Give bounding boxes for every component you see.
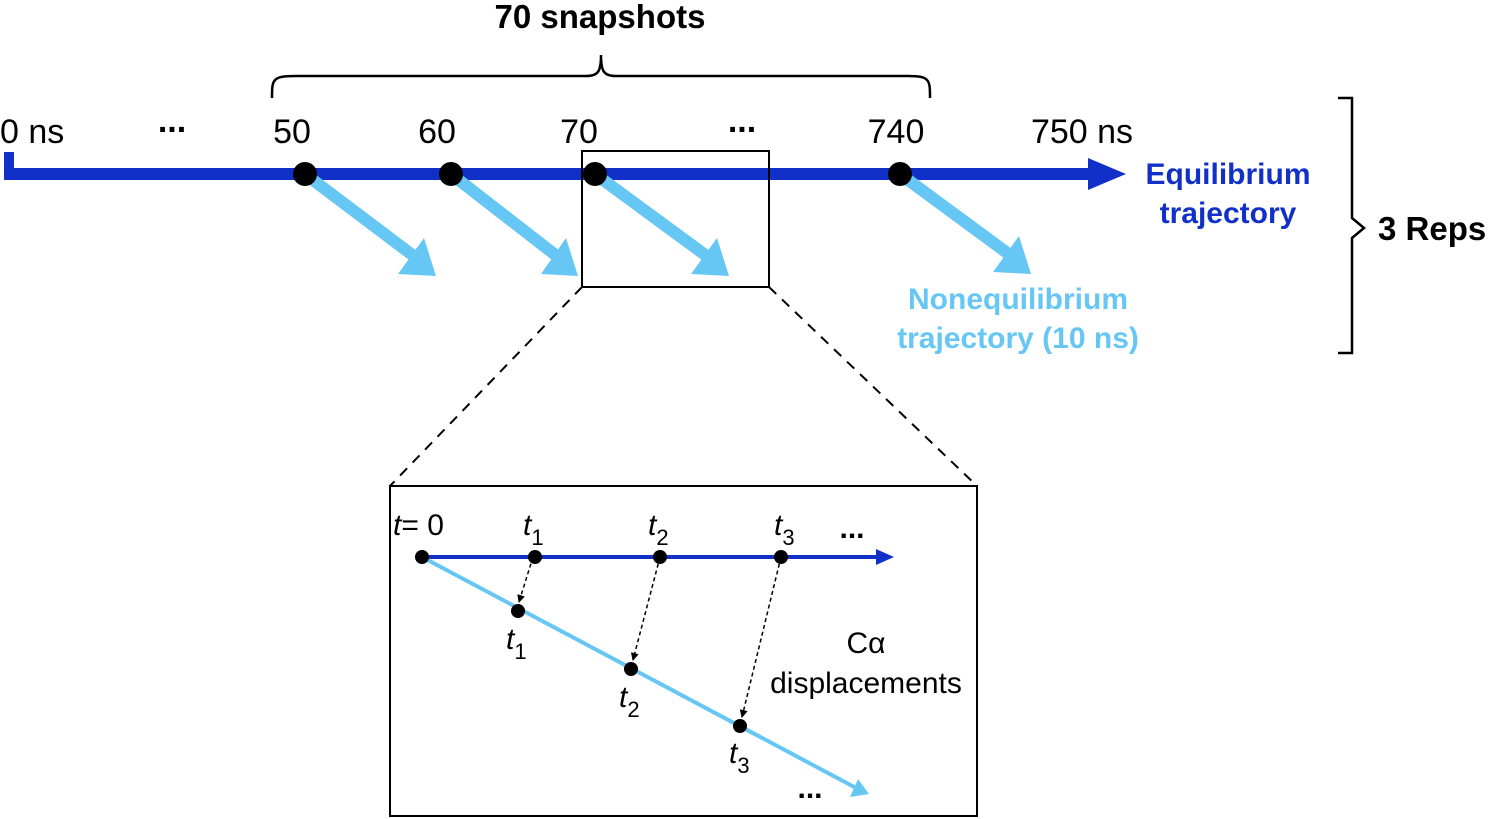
- noneq-arrow-740: [896, 169, 1031, 274]
- inset-equilibrium-arrowhead: [876, 549, 894, 565]
- inset-neq-t1-label: t1: [506, 623, 527, 664]
- displacement-arrow-2: [630, 556, 661, 661]
- equilibrium-axis: [4, 152, 1126, 190]
- snapshot-dot-50: [293, 162, 317, 186]
- zoom-box: [581, 150, 770, 288]
- inset-dot-neq-t3: [733, 719, 747, 733]
- reps-bracket: [1338, 96, 1366, 355]
- nonequilibrium-label-line1: Nonequilibrium: [908, 283, 1128, 316]
- tick-label-60: 60: [418, 113, 456, 151]
- displacement-label-line1: Cα: [846, 627, 885, 660]
- inset-eq-ellipsis: ...: [839, 512, 864, 545]
- zoom-line-right: [768, 286, 978, 487]
- inset-nonequilibrium-arrowhead: [850, 779, 869, 797]
- inset-neq-ellipsis: ...: [797, 772, 822, 805]
- equilibrium-label-line2: trajectory: [1160, 197, 1297, 230]
- tick-label-50: 50: [273, 113, 311, 151]
- inset-neq-t3-label: t3: [729, 737, 750, 778]
- inset-t0-label: t= 0: [393, 509, 444, 542]
- tick-label-740: 740: [868, 113, 925, 151]
- inset-eq-t1-label: t1: [523, 509, 544, 550]
- inset-panel: t= 0 t1 t2 t3 ... t1 t2 t3 ... Cα displa…: [389, 485, 978, 817]
- reps-label: 3 Reps: [1378, 210, 1486, 247]
- nonequilibrium-label-line2: trajectory (10 ns): [897, 322, 1139, 355]
- tick-label-70: 70: [560, 113, 598, 151]
- inset-dot-neq-t2: [624, 662, 638, 676]
- timeline-ellipsis-right: ...: [728, 102, 756, 140]
- displacement-label-line2: displacements: [770, 667, 962, 700]
- inset-t0-symbol: t: [393, 509, 403, 542]
- noneq-arrow-60: [447, 169, 578, 276]
- snapshots-brace: [270, 54, 932, 99]
- timeline-ellipsis-left: ...: [158, 102, 186, 140]
- equilibrium-label-line1: Equilibrium: [1146, 158, 1311, 191]
- zoom-line-left: [389, 286, 583, 487]
- inset-dot-eq-t2: [653, 550, 667, 564]
- nonequilibrium-arrows: [301, 169, 1031, 276]
- inset-dot-eq-t3: [774, 550, 788, 564]
- tick-label-0ns: 0 ns: [0, 113, 64, 151]
- snapshots-label: 70 snapshots: [495, 0, 706, 35]
- inset-dot-t0: [415, 550, 429, 564]
- noneq-arrow-50: [301, 169, 436, 276]
- inset-nonequilibrium-axis: [421, 555, 859, 791]
- inset-eq-t2-label: t2: [648, 509, 669, 550]
- inset-eq-t3-label: t3: [774, 509, 795, 550]
- snapshot-dot-60: [439, 162, 463, 186]
- noneq-arrow-70: [591, 169, 729, 276]
- inset-dot-neq-t1: [511, 604, 525, 618]
- snapshot-dot-70: [583, 162, 607, 186]
- snapshot-dot-740: [888, 162, 912, 186]
- inset-neq-t2-label: t2: [619, 681, 640, 722]
- displacement-arrow-1: [517, 556, 534, 603]
- inset-t0-suffix: = 0: [401, 509, 444, 542]
- inset-frame: [389, 485, 978, 817]
- inset-dot-eq-t1: [528, 550, 542, 564]
- tick-label-750ns: 750 ns: [1031, 113, 1133, 151]
